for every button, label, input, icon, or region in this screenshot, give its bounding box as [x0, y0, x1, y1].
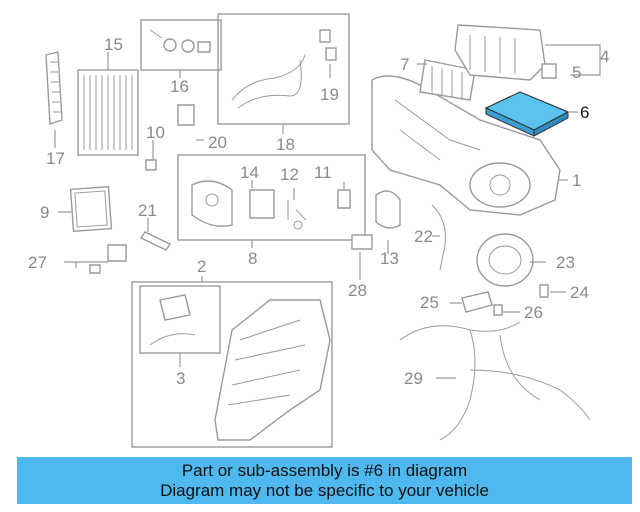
drain-hose-part-22 [431, 204, 446, 271]
evaporator-part [77, 69, 139, 156]
callout-22: 22 [414, 227, 433, 246]
clip-part-12 [287, 200, 307, 230]
callout-15: 15 [104, 35, 123, 54]
callout-13: 13 [380, 249, 399, 268]
callout-14: 14 [240, 163, 259, 182]
banner-line-disclaimer: Diagram may not be specific to your vehi… [160, 481, 489, 500]
callout-6: 6 [580, 103, 589, 122]
callout-12: 12 [280, 165, 299, 184]
actuator-part-21 [139, 231, 172, 251]
callout-29: 29 [404, 369, 423, 388]
callout-28: 28 [348, 281, 367, 300]
valve-part-19 [319, 29, 337, 61]
actuator-part-3 [149, 294, 196, 346]
motor-part-14 [191, 180, 233, 227]
blower-motor-part-23 [476, 233, 534, 287]
group-box-2 [131, 281, 333, 448]
hvac-housing-part-1 [371, 75, 561, 216]
wire-harness-part-29 [399, 321, 591, 441]
parts-diagram: 15 16 18 19 7 4 5 6 17 20 10 14 12 11 1 … [28, 13, 609, 448]
callout-10: 10 [146, 123, 165, 142]
callout-9: 9 [40, 203, 49, 222]
group-box-8 [177, 154, 366, 241]
sensor-part-10 [145, 159, 157, 171]
callout-11: 11 [314, 163, 332, 182]
callout-5: 5 [572, 63, 581, 82]
lower-housing-part-2 [214, 299, 331, 441]
callout-26: 26 [524, 303, 543, 322]
fittings-part-16 [149, 29, 211, 53]
callout-16: 16 [170, 77, 189, 96]
group-box-16 [140, 19, 222, 71]
callout-23: 23 [556, 253, 575, 272]
callout-labels: 15 16 18 19 7 4 5 6 17 20 10 14 12 11 1 … [28, 35, 609, 388]
sensor-part-11 [337, 189, 351, 209]
module-part-14b [249, 189, 275, 219]
screw-part-26 [493, 304, 503, 316]
info-banner: Part or sub-assembly is #6 in diagram Di… [17, 457, 632, 504]
callout-17: 17 [46, 149, 65, 168]
sensor-part-28 [351, 234, 373, 250]
bracket-part-20 [177, 104, 195, 126]
filter-frame-part-9 [69, 185, 113, 233]
callout-19: 19 [320, 85, 339, 104]
resistor-part-25 [461, 291, 493, 313]
seal-strip-part [45, 51, 63, 125]
ac-pipes-part [231, 54, 306, 109]
bolt-part-27 [89, 244, 127, 274]
callout-18: 18 [276, 135, 295, 154]
banner-line-part: Part or sub-assembly is #6 in diagram [181, 461, 468, 480]
callout-8: 8 [248, 249, 257, 268]
callout-4: 4 [600, 47, 609, 66]
callout-2: 2 [197, 257, 206, 276]
flap-part-7 [419, 59, 476, 101]
callout-1: 1 [572, 171, 581, 190]
callout-24: 24 [570, 283, 589, 302]
callout-21: 21 [138, 201, 157, 220]
leader-lines [54, 44, 601, 379]
callout-25: 25 [420, 293, 439, 312]
callout-3: 3 [176, 369, 185, 388]
housing-upper-part-4 [454, 24, 546, 81]
seal-part-13 [375, 190, 401, 229]
clip-part-5 [541, 63, 557, 79]
screw-part-24 [539, 284, 549, 298]
callout-7: 7 [400, 55, 409, 74]
callout-27: 27 [28, 253, 47, 272]
callout-20: 20 [208, 133, 227, 152]
